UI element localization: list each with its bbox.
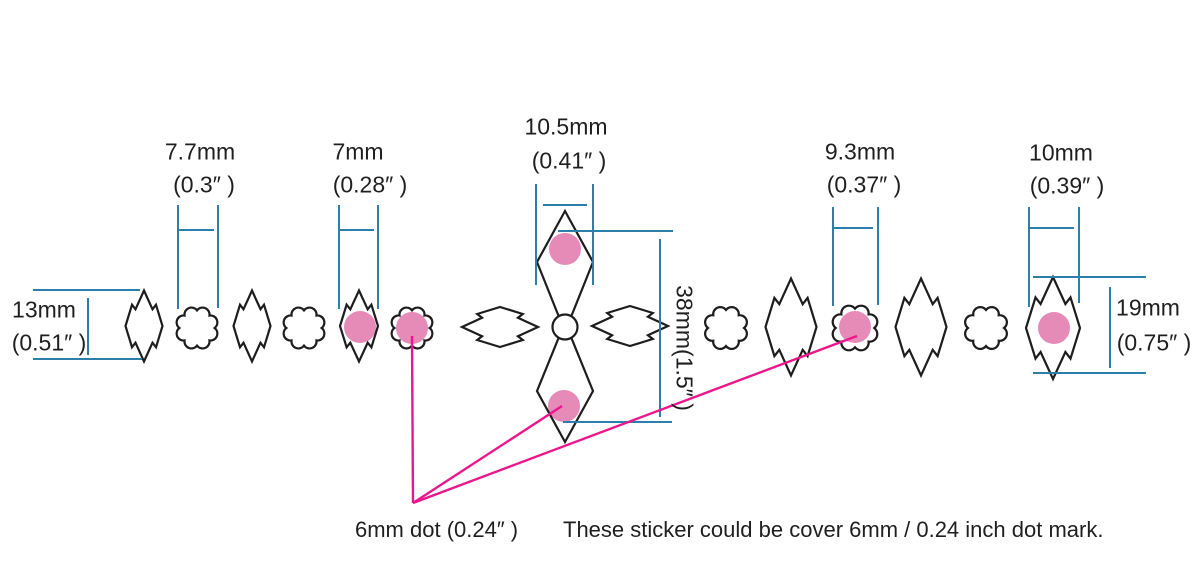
- shape-diamond-fill: [765, 278, 817, 376]
- shape-flower-outline: [831, 304, 879, 352]
- shape-hclover-outline: [589, 304, 671, 348]
- label-6mm-dot: 6mm dot (0.24″ ): [355, 517, 519, 542]
- label-10mm-inch: (0.39″ ): [1029, 172, 1105, 199]
- shape-diamond-outline: [764, 275, 818, 379]
- shape-flower-fill: [705, 307, 747, 349]
- pink-dot-6mm: [548, 390, 580, 422]
- shape-flower-fill: [965, 307, 1007, 349]
- pink-dot-6mm: [549, 233, 581, 265]
- shape-diamond-outline: [1024, 274, 1082, 382]
- shape-outline-layer: [124, 208, 1082, 445]
- label-19mm-inch: (0.75″ ): [1116, 329, 1192, 356]
- label-7-7mm-inch: (0.3″ ): [173, 171, 235, 198]
- pointer-line-layer: [410, 334, 858, 505]
- label-9-3mm-inch: (0.37″ ): [826, 171, 902, 198]
- shape-flower-outline: [175, 306, 219, 350]
- shape-hclover-fill: [462, 307, 538, 347]
- shape-hclover-fill: [592, 306, 668, 346]
- shape-diamond-outline: [338, 287, 380, 365]
- shape-diamond-outline: [232, 287, 272, 365]
- shape-bowtie-fill: [537, 337, 593, 442]
- label-38mm: 38mm(1.5″ ): [671, 285, 698, 411]
- label-13mm: 13mm: [12, 296, 76, 323]
- caption-text: These sticker could be cover 6mm / 0.24 …: [563, 517, 1104, 542]
- shape-flower-fill: [283, 307, 325, 349]
- shape-diamond-fill: [233, 290, 271, 362]
- shape-flower-fill: [176, 307, 218, 349]
- shape-diamond-outline: [894, 275, 948, 379]
- shape-diamond-fill: [895, 278, 947, 376]
- shape-flower-outline: [964, 306, 1008, 350]
- pink-dot-6mm: [344, 311, 376, 343]
- label-10-5mm: 10.5mm: [524, 113, 608, 140]
- label-7mm-inch: (0.28″ ): [332, 171, 408, 198]
- pink-dot-layer: [344, 233, 1070, 422]
- pink-dot-6mm: [396, 312, 428, 344]
- label-10mm: 10mm: [1029, 139, 1093, 166]
- label-9-3mm: 9.3mm: [824, 138, 896, 165]
- label-7mm: 7mm: [332, 138, 384, 165]
- bowtie-center-circle: [551, 313, 579, 341]
- label-13mm-inch: (0.51″ ): [11, 329, 87, 356]
- shape-diamond-fill: [125, 290, 163, 362]
- pointer-line: [412, 404, 563, 505]
- shape-fill-layer: [125, 211, 1080, 442]
- dimension-line-layer: [33, 184, 1146, 423]
- shape-flower-outline: [282, 306, 326, 350]
- shape-diamond-outline: [124, 287, 164, 365]
- label-10-5mm-inch: (0.41″ ): [531, 147, 607, 174]
- shape-flower-outline: [704, 306, 748, 350]
- label-19mm: 19mm: [1116, 294, 1180, 321]
- shape-hclover-outline: [459, 305, 541, 349]
- pointer-line: [412, 334, 858, 505]
- label-7-7mm: 7.7mm: [164, 138, 236, 165]
- pointer-line: [410, 335, 415, 504]
- pink-dot-6mm: [1038, 312, 1070, 344]
- pink-dot-6mm: [839, 311, 871, 343]
